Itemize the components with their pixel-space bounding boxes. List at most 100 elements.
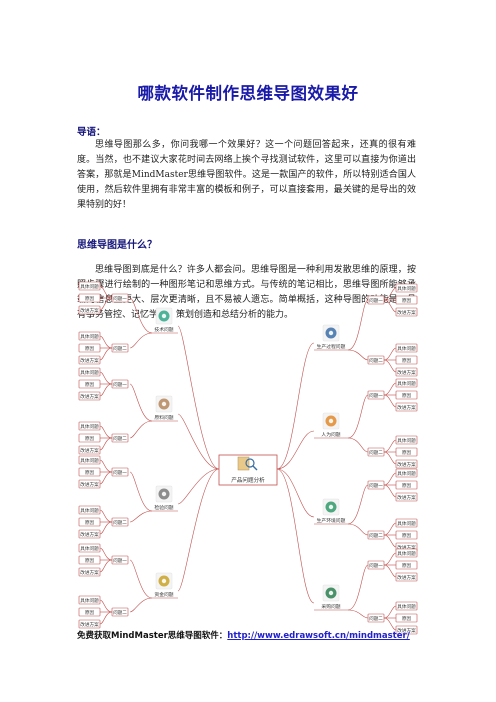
center-node-label: 产品问题分析: [231, 476, 265, 484]
right-leaf-2-1-2-text: 改进方案: [397, 544, 416, 551]
left-leaf-1-1-0-text: 具体问题: [80, 423, 99, 430]
right-leaf-0-1-0-box: [395, 343, 418, 353]
left-leaf-2-0-2-text: 改进方案: [80, 481, 99, 488]
page-title: 哪款软件制作思维导图效果好: [137, 84, 359, 103]
right-leaf-line-2-1-2: [383, 534, 397, 548]
left-leaf-3-1-1-box: [78, 607, 101, 617]
footer-link[interactable]: http://www.edrawsoft.cn/mindmaster/: [227, 631, 410, 641]
left-sub-line-0-1: [129, 332, 153, 349]
right-leaf-0-1-2-text: 改进方案: [397, 369, 416, 376]
right-sub-line-2-0: [347, 484, 369, 525]
left-leaf-3-0-0-text: 具体问题: [80, 545, 99, 552]
right-leaf-1-1-0-text: 具体问题: [397, 437, 416, 444]
left-topic-1: 原料问题: [154, 414, 173, 421]
right-leaf-line-1-1-2: [383, 451, 397, 465]
right-leaf-3-1-0-text: 具体问题: [397, 603, 416, 610]
left-leaf-3-1-0-text: 具体问题: [80, 597, 99, 604]
right-leaf-1-1-0-box: [395, 435, 418, 445]
left-leaf-1-0-1-text: 原因: [85, 382, 95, 388]
left-leaf-2-0-2-box: [78, 479, 101, 489]
left-leaf-2-0-0-box: [78, 455, 101, 465]
right-sub-0-0-text: 问题一: [369, 297, 383, 304]
left-sub-line-3-1: [129, 597, 153, 613]
magnifier-icon-dot: [161, 491, 167, 497]
left-leaf-0-1-2-box: [78, 355, 101, 365]
left-leaf-1-1-1-box: [78, 433, 101, 443]
left-leaf-line-3-1-0: [99, 599, 113, 613]
left-leaf-0-1-2-text: 改进方案: [80, 357, 99, 364]
left-leaf-3-0-2-box: [78, 567, 101, 577]
left-sub-2-0-text: 问题一: [113, 469, 127, 476]
right-topic-3: 采购问题: [321, 603, 340, 610]
right-leaf-line-2-0-0: [383, 472, 397, 486]
right-sub-line-1-0: [347, 394, 369, 439]
right-leaf-0-0-2-box: [395, 307, 418, 317]
left-leaf-3-0-0-box: [78, 543, 101, 553]
right-leaf-3-0-0-text: 具体问题: [397, 550, 416, 557]
footer-label: 免费获取MindMaster思维导图软件：: [77, 631, 228, 641]
right-leaf-line-3-1-2: [383, 617, 397, 631]
right-leaf-3-1-1-text: 原因: [402, 616, 412, 622]
left-leaf-0-0-1-text: 原因: [85, 296, 95, 302]
right-sub-2-0-text: 问题一: [369, 482, 383, 489]
left-sub-3-1-text: 问题二: [113, 609, 127, 616]
right-sub-2-1-text: 问题二: [369, 532, 383, 539]
right-leaf-0-0-0-text: 具体问题: [397, 285, 416, 292]
cart-person-icon-dot: [328, 590, 334, 596]
right-branch-line-0: [276, 342, 315, 470]
right-leaf-line-1-1-0: [383, 439, 397, 453]
right-leaf-3-1-2-box: [395, 625, 418, 635]
right-leaf-line-1-0-2: [383, 394, 397, 408]
right-sub-3-0-text: 问题一: [369, 562, 383, 569]
right-sub-line-0-0: [347, 299, 369, 351]
money-bag-icon-dot: [161, 578, 167, 584]
left-leaf-2-1-1-text: 原因: [85, 520, 95, 526]
left-leaf-line-0-1-0: [99, 335, 113, 349]
left-sub-1-1-text: 问题二: [113, 435, 127, 442]
left-leaf-1-0-0-box: [78, 367, 101, 377]
left-leaf-2-1-0-text: 具体问题: [80, 507, 99, 514]
footer-line: 免费获取MindMaster思维导图软件：http://www.edrawsof…: [77, 629, 410, 641]
left-sub-0-0-text: 问题一: [113, 295, 127, 302]
intro-heading: 导语：: [77, 127, 106, 138]
left-leaf-3-1-1-text: 原因: [85, 610, 95, 616]
left-leaf-2-1-2-text: 改进方案: [80, 531, 99, 538]
right-leaf-0-0-2-text: 改进方案: [397, 309, 416, 316]
left-leaf-2-0-0-text: 具体问题: [80, 457, 99, 464]
document-icon: [237, 456, 250, 471]
right-leaf-line-1-0-0: [383, 382, 397, 396]
right-sub-line-3-1: [347, 609, 369, 619]
left-leaf-2-1-2-box: [78, 529, 101, 539]
right-leaf-2-0-1-text: 原因: [402, 483, 412, 489]
left-leaf-line-2-1-2: [99, 521, 113, 535]
right-leaf-line-0-0-0: [383, 287, 397, 301]
right-leaf-0-1-0-text: 具体问题: [397, 345, 416, 352]
left-leaf-0-0-1-box: [78, 293, 101, 303]
right-leaf-line-0-1-2: [383, 359, 397, 373]
section-paragraph: 思维导图到底是什么？许多人都会问。思维导图是一种利用发散思维的原理，按照步骤进行…: [77, 265, 416, 320]
left-leaf-0-0-2-box: [78, 305, 101, 315]
right-leaf-2-0-1-box: [395, 480, 418, 490]
left-sub-line-1-1: [129, 420, 153, 439]
left-leaf-1-0-2-box: [78, 391, 101, 401]
left-leaf-0-1-0-text: 具体问题: [80, 333, 99, 340]
left-leaf-line-1-0-0: [99, 371, 113, 385]
right-leaf-2-0-2-box: [395, 492, 418, 502]
right-leaf-1-0-2-box: [395, 402, 418, 412]
right-leaf-line-0-0-2: [383, 299, 397, 313]
left-leaf-line-0-0-0: [99, 285, 113, 299]
left-sub-line-2-1: [129, 510, 153, 523]
left-sub-line-1-0: [129, 383, 153, 422]
magnifier-handle: [252, 465, 258, 471]
section-heading: 思维导图是什么？: [77, 240, 157, 251]
right-sub-1-0-text: 问题一: [369, 392, 383, 399]
right-leaf-3-1-1-box: [395, 613, 418, 623]
left-leaf-3-1-2-box: [78, 619, 101, 629]
right-branch-line-2: [276, 468, 315, 518]
right-leaf-line-3-0-0: [383, 552, 397, 566]
right-leaf-0-1-1-box: [395, 355, 418, 365]
left-leaf-0-0-0-box: [78, 281, 101, 291]
right-sub-line-1-1: [347, 437, 369, 453]
